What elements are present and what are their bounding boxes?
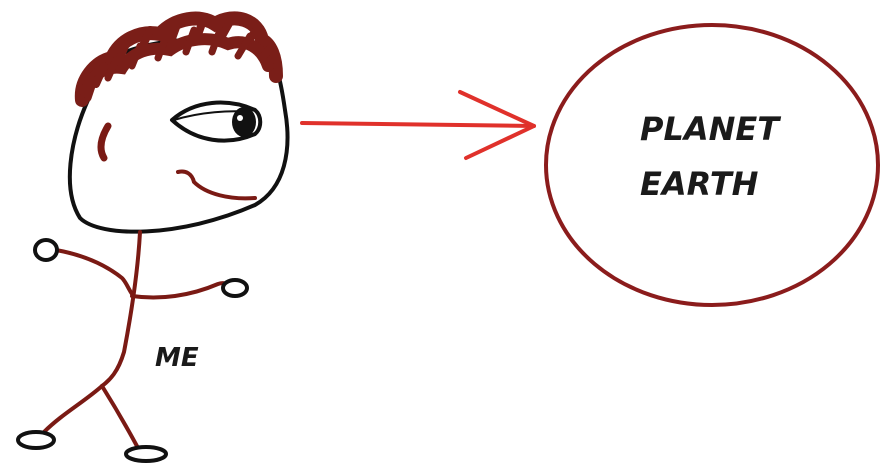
mouth bbox=[178, 171, 255, 198]
arrow bbox=[302, 92, 534, 158]
hair bbox=[82, 18, 276, 100]
right-hand bbox=[223, 280, 247, 296]
eye bbox=[172, 103, 260, 141]
planet-label-line2: EARTH bbox=[640, 165, 759, 203]
stick-body bbox=[44, 232, 232, 448]
left-hand bbox=[35, 240, 57, 260]
me-label: ME bbox=[155, 343, 199, 373]
ear bbox=[101, 126, 108, 158]
left-foot bbox=[18, 432, 54, 448]
pupil-highlight bbox=[237, 115, 243, 121]
pupil bbox=[232, 107, 256, 137]
right-foot bbox=[126, 447, 166, 461]
planet-label-line1: PLANET bbox=[640, 110, 781, 148]
